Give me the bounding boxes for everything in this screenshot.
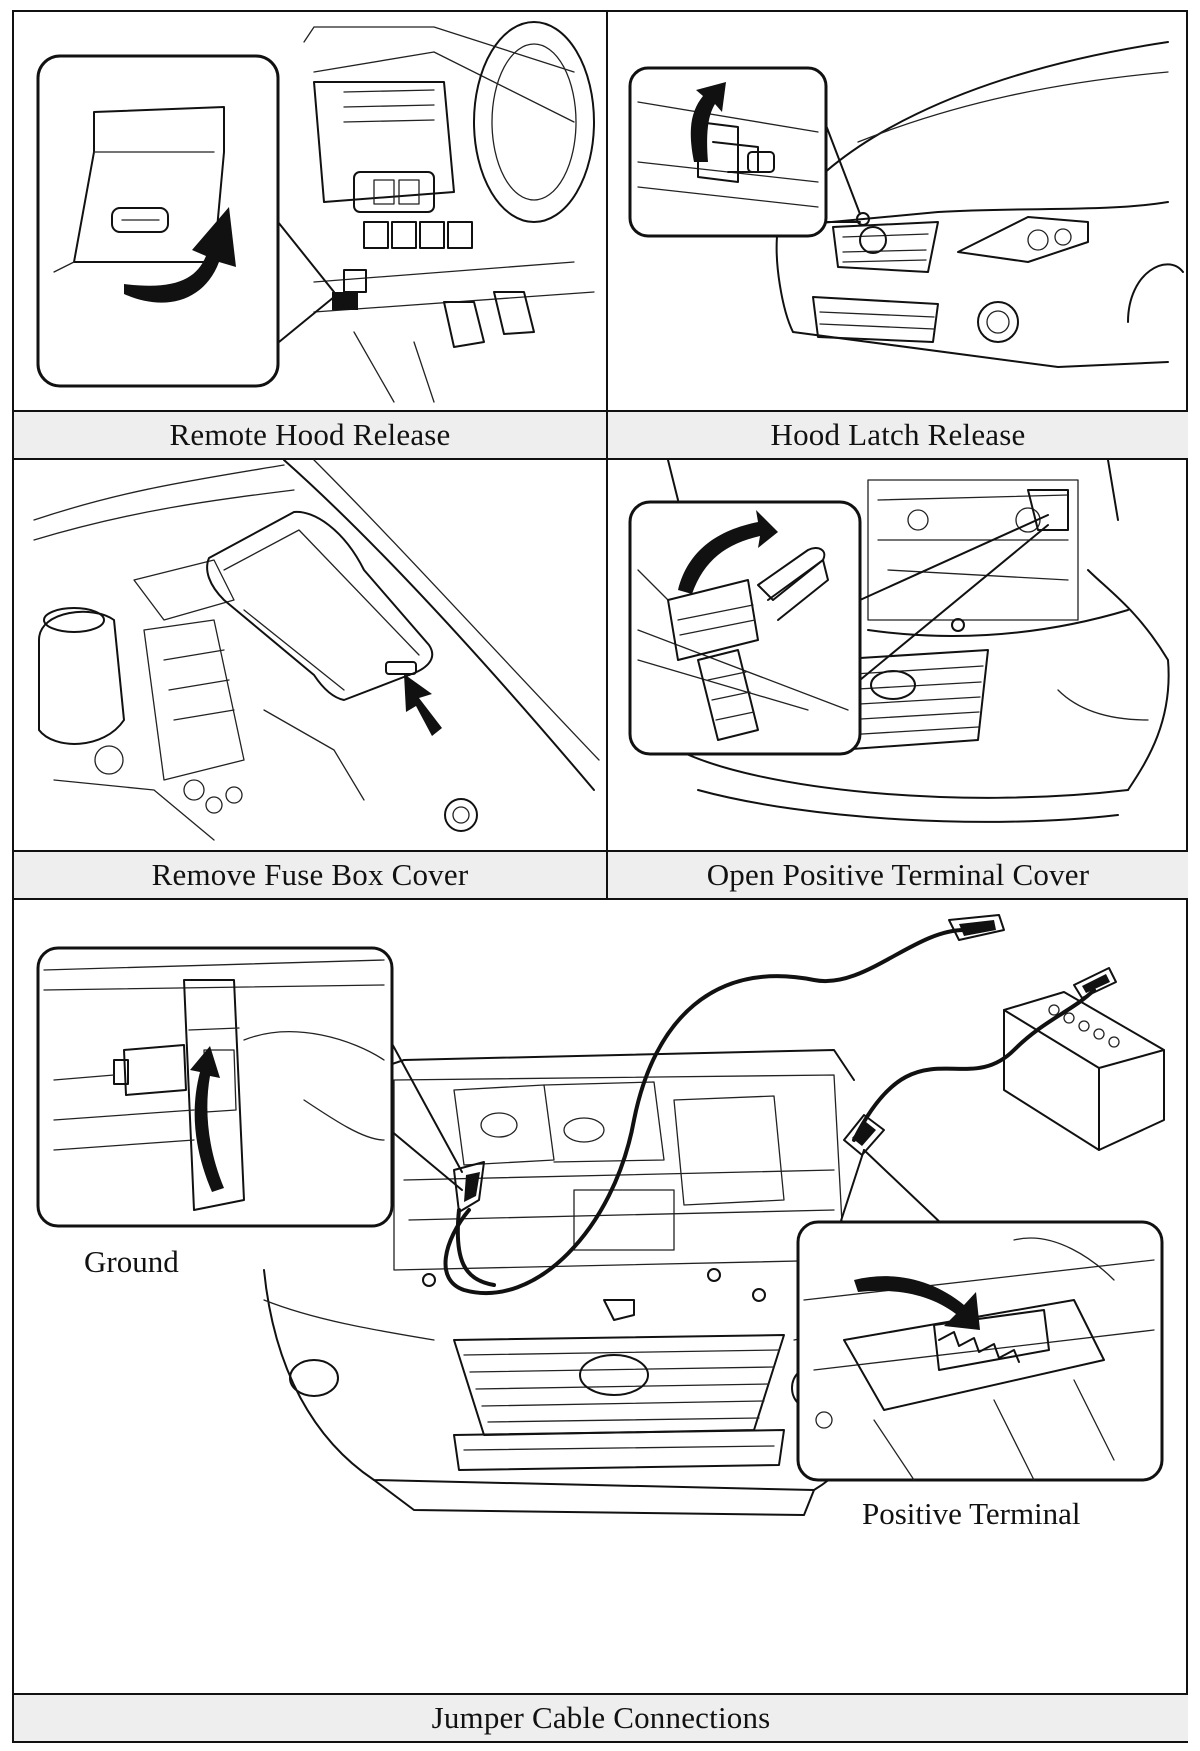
instruction-sheet: Remote Hood Release bbox=[12, 10, 1188, 1743]
panel-caption: Jumper Cable Connections bbox=[14, 1693, 1188, 1743]
positive-terminal-label: Positive Terminal bbox=[862, 1496, 1081, 1531]
panel-caption: Hood Latch Release bbox=[608, 410, 1188, 460]
panel-remote-hood-release: Remote Hood Release bbox=[14, 12, 606, 460]
panel-jumper-cable-connections: Ground Positive Terminal Jumper Cable Co… bbox=[14, 900, 1188, 1743]
panel-hood-latch-release: Hood Latch Release bbox=[608, 12, 1188, 460]
remove-fuse-box-cover-illustration bbox=[33, 459, 600, 841]
panel-caption: Remove Fuse Box Cover bbox=[14, 850, 606, 900]
jumper-cable-connections-illustration bbox=[36, 914, 1165, 1516]
column-divider-top bbox=[606, 12, 608, 460]
column-divider-middle bbox=[606, 458, 608, 900]
panel-caption: Remote Hood Release bbox=[14, 410, 606, 460]
remote-hood-release-illustration bbox=[36, 21, 595, 403]
panel-caption: Open Positive Terminal Cover bbox=[608, 850, 1188, 900]
panel-remove-fuse-box-cover: Remove Fuse Box Cover bbox=[14, 459, 606, 900]
panel-open-positive-terminal-cover: Open Positive Terminal Cover bbox=[608, 459, 1188, 900]
hood-latch-release-illustration bbox=[628, 41, 1184, 368]
ground-label: Ground bbox=[84, 1244, 179, 1279]
open-positive-terminal-cover-illustration bbox=[628, 459, 1170, 823]
